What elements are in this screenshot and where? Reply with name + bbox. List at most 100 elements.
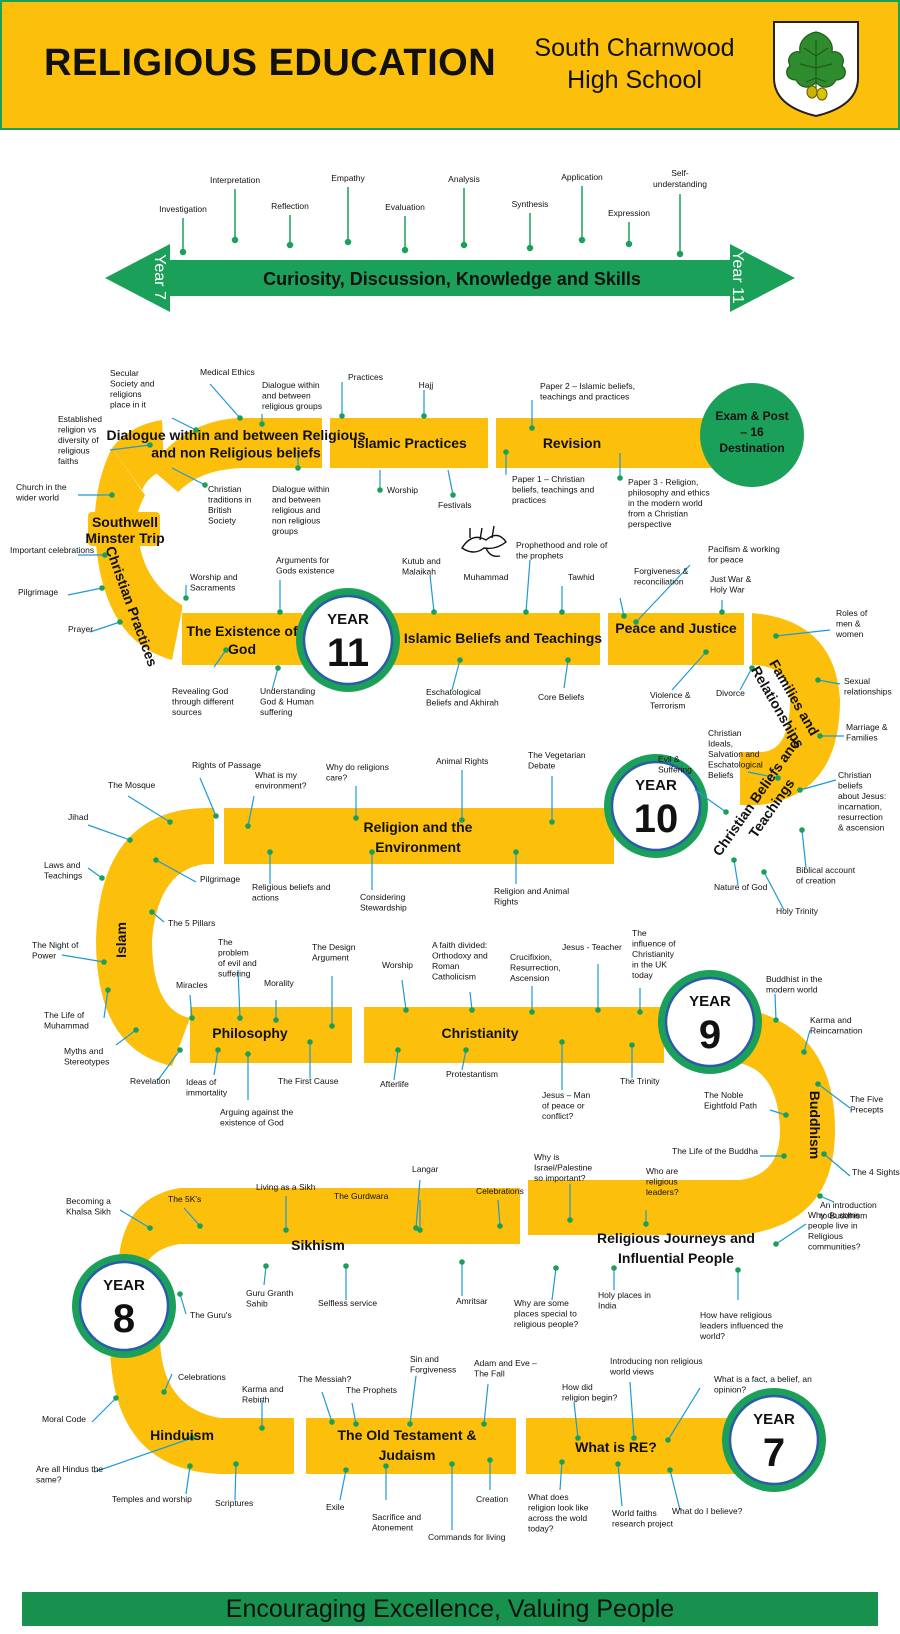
topic-label-line: The [632,928,647,938]
topic-label-line: philosophy and ethics [628,488,710,498]
topic-label-line: leaders influenced the [700,1321,783,1331]
connector-line [629,1381,635,1439]
topic-label-line: of creation [796,876,836,886]
connector-line [163,1373,173,1393]
connector-dot [549,819,555,825]
connector-line [733,859,739,886]
connector-dot [735,1267,741,1273]
connector-dot [259,421,265,427]
topic-label: The Gurdwara [334,1191,389,1201]
topic-label: Celebrations [178,1372,226,1382]
topic-label-line: Why do some [808,1210,860,1220]
connector-dot [621,613,627,619]
topic-label-line: religious and [272,505,320,515]
topic-title-line: The Existence of [186,623,298,639]
topic-label-line: Atonement [372,1523,414,1533]
topic-label: Adam and Eve –The Fall [474,1358,537,1379]
calligraphy-caption: Muhammad [464,572,509,582]
connector-dot [781,1153,787,1159]
topic-label-line: place in it [110,400,147,410]
topic-label-line: diversity of [58,435,99,445]
topic-title-line: Religious Journeys and [597,1230,755,1246]
year-badge-word: YEAR [327,611,369,628]
topic-label-line: religious [646,1177,678,1187]
connector-line [415,1179,421,1229]
topic-label-line: reconciliation [634,577,684,587]
topic-label-line: existence of God [220,1118,284,1128]
connector-line [774,993,777,1021]
connector-dot [817,733,823,739]
topic-label: Nature of God [714,882,768,892]
connector-dot [463,1047,469,1053]
topic-label-line: Temples and worship [112,1494,192,1504]
connector-dot [117,619,123,625]
topic-label: Holy Trinity [776,906,819,916]
topic-label-line: Christian [838,770,872,780]
connector-dot [307,1039,313,1045]
connector-dot [133,1027,139,1033]
topic-label-line: Considering [360,892,406,902]
connector-dot [339,413,345,419]
connector-dot [273,1017,279,1023]
topic-label-line: Just War & [710,574,752,584]
connector-dot [267,849,273,855]
connector-line [667,1387,701,1441]
connector-line [694,789,727,813]
connector-dot [161,1389,167,1395]
topic-label-line: Celebrations [178,1372,226,1382]
destination-line: – 16 [740,425,764,439]
topic-title: Islamic Beliefs and Teachings [404,630,602,646]
topic-label-line: Paper 2 – Islamic beliefs, [540,381,635,391]
topic-label: Afterlife [380,1079,409,1089]
topic-label-line: same? [36,1475,62,1485]
topic-label-line: Commands for living [428,1532,506,1542]
connector-line [155,859,197,883]
topic-label: Temples and worship [112,1494,192,1504]
topic-label-line: & ascension [838,823,885,833]
topic-label: Marriage &Families [846,722,888,743]
skill-dot [676,250,684,258]
topic-title: The Old Testament &Judaism [338,1427,477,1463]
skill-label: Application [561,172,603,182]
connector-dot [799,827,805,833]
connector-line [469,991,473,1011]
connector-dot [775,775,781,781]
connector-dot [529,425,535,431]
topic-label-line: religious groups [262,401,322,411]
topic-label-line: Christianity [632,949,675,959]
connector-dot [749,665,755,671]
skill-label-line: Expression [608,208,650,218]
topic-title-line: Minster Trip [85,530,164,546]
topic-label-line: Arguing against the [220,1107,294,1117]
topic-label-line: The Guru's [190,1310,232,1320]
connector-dot [773,1241,779,1247]
topic-label-line: Khalsa Sikh [66,1207,111,1217]
skill-dot [578,236,586,244]
topic-label-line: Paper 3 - Religion, [628,477,698,487]
topic-label-line: beliefs [838,781,863,791]
topic-label-line: Worship and [190,572,238,582]
connector-dot [99,585,105,591]
topic-label-line: wider world [15,493,59,503]
topic-label-line: religions [110,389,142,399]
topic-label-line: The Life of the Buddha [672,1146,758,1156]
connector-dot [797,787,803,793]
topic-label: Core Beliefs [538,692,584,702]
connector-line [801,829,807,869]
topic-label-line: suffering [260,707,293,717]
